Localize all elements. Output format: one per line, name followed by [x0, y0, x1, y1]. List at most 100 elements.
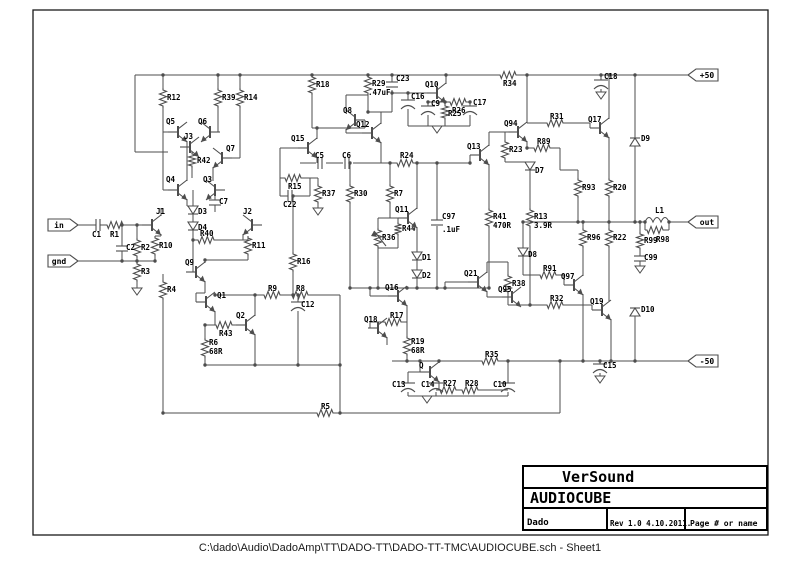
- component-label: R3: [141, 267, 151, 276]
- component-R2: R2: [131, 238, 150, 258]
- component-label: R4: [167, 285, 177, 294]
- junction-dot: [415, 286, 419, 290]
- port--50: -50: [687, 354, 719, 368]
- port-label: out: [700, 218, 715, 227]
- component-D7: D7: [524, 161, 544, 175]
- junction-dot: [528, 303, 532, 307]
- component-label: R22: [613, 233, 627, 242]
- ground-icon: [594, 375, 606, 384]
- component-label: D7: [535, 166, 544, 175]
- component-label: R1: [110, 230, 120, 239]
- component-label: C99: [644, 253, 658, 262]
- component-R43: R43: [214, 319, 234, 338]
- junction-dot: [468, 100, 472, 104]
- component-label: R26: [452, 106, 466, 115]
- component-label: R30: [354, 189, 368, 198]
- component-Q17: Q17: [588, 115, 610, 139]
- component-C22: C22: [283, 190, 297, 209]
- component-R3: R3: [131, 262, 151, 282]
- junction-dot: [609, 359, 613, 363]
- junction-dot: [191, 238, 195, 242]
- component-value: 470R: [493, 221, 512, 230]
- component-label: D3: [198, 207, 208, 216]
- component-label: R93: [582, 183, 596, 192]
- component-label: C5: [315, 151, 324, 160]
- component-label: R28: [465, 379, 479, 388]
- component-label: R5: [321, 402, 330, 411]
- junction-dot: [338, 411, 342, 415]
- junction-dot: [135, 223, 139, 227]
- component-Q12: Q12: [356, 120, 382, 144]
- component-label: Q7: [226, 144, 235, 153]
- component-label: C23: [396, 74, 410, 83]
- component-Q18: Q18: [364, 315, 388, 339]
- port-gnd: gnd: [47, 254, 79, 268]
- component-R39: R39: [212, 88, 236, 108]
- component-label: Q8: [343, 106, 353, 115]
- component-label: D8: [528, 250, 538, 259]
- component-Q21: Q21: [464, 269, 488, 293]
- component-label: Q18: [364, 315, 378, 324]
- component-label: D10: [641, 305, 655, 314]
- junction-dot: [213, 293, 217, 297]
- component-label: D4: [198, 223, 208, 232]
- component-R42: R42: [186, 152, 211, 168]
- junction-dot: [598, 359, 602, 363]
- component-label: R40: [200, 229, 214, 238]
- component-value: .47uF: [368, 88, 391, 97]
- component-label: C13: [392, 380, 406, 389]
- junction-dot: [120, 259, 124, 263]
- component-R8: R8: [290, 284, 310, 301]
- component-Q1: Q1: [196, 291, 227, 313]
- junction-dot: [388, 161, 392, 165]
- component-Q95: Q95: [498, 285, 522, 308]
- component-label: Q4: [166, 175, 176, 184]
- component-label: R7: [394, 189, 403, 198]
- component-R40: R40: [196, 229, 216, 246]
- component-label: Q16: [385, 283, 399, 292]
- component-C23: C23 .47uF: [368, 74, 410, 97]
- component-C99: C99: [634, 253, 658, 262]
- component-label: R17: [390, 311, 404, 320]
- component-D10: D10: [629, 305, 655, 317]
- component-label: R23: [509, 145, 523, 154]
- junction-dot: [435, 161, 439, 165]
- component-R4: R4: [157, 280, 177, 300]
- component-R28: R28: [460, 379, 480, 396]
- junction-dot: [443, 286, 447, 290]
- junction-dot: [296, 363, 300, 367]
- component-D2: D2: [411, 269, 431, 280]
- component-label: R18: [316, 80, 330, 89]
- component-label: C17: [473, 98, 487, 107]
- component-label: R13: [534, 212, 548, 221]
- component-R27: R27: [438, 379, 458, 396]
- component-R89: R89: [532, 137, 552, 154]
- component-label: R25: [448, 109, 462, 118]
- port-label: +50: [700, 71, 715, 80]
- component-Q13: Q13: [467, 142, 490, 166]
- port-out: out: [687, 215, 719, 229]
- component-Q16: Q16: [385, 283, 408, 307]
- component-Q: Q: [419, 361, 440, 383]
- component-label: Q19: [590, 297, 604, 306]
- junction-dot: [506, 359, 510, 363]
- junction-dot: [161, 73, 165, 77]
- junction-dot: [437, 359, 441, 363]
- component-value: .1uF: [442, 225, 461, 234]
- ground-icon: [131, 287, 143, 296]
- component-label: C7: [219, 197, 228, 206]
- component-label: D9: [641, 134, 651, 143]
- component-label: Q1: [217, 291, 227, 300]
- component-value: 68R: [209, 347, 223, 356]
- component-R12: R12: [157, 88, 181, 108]
- junction-dot: [368, 286, 372, 290]
- title-block: VerSound AUDIOCUBE Dado Rev 1.0 4.10.201…: [522, 465, 768, 531]
- component-label: R11: [252, 241, 266, 250]
- junction-dot: [315, 126, 319, 130]
- component-R23: R23: [499, 140, 523, 160]
- component-D3: D3: [187, 205, 208, 216]
- component-label: Q21: [464, 269, 478, 278]
- component-C7: C7: [209, 197, 228, 206]
